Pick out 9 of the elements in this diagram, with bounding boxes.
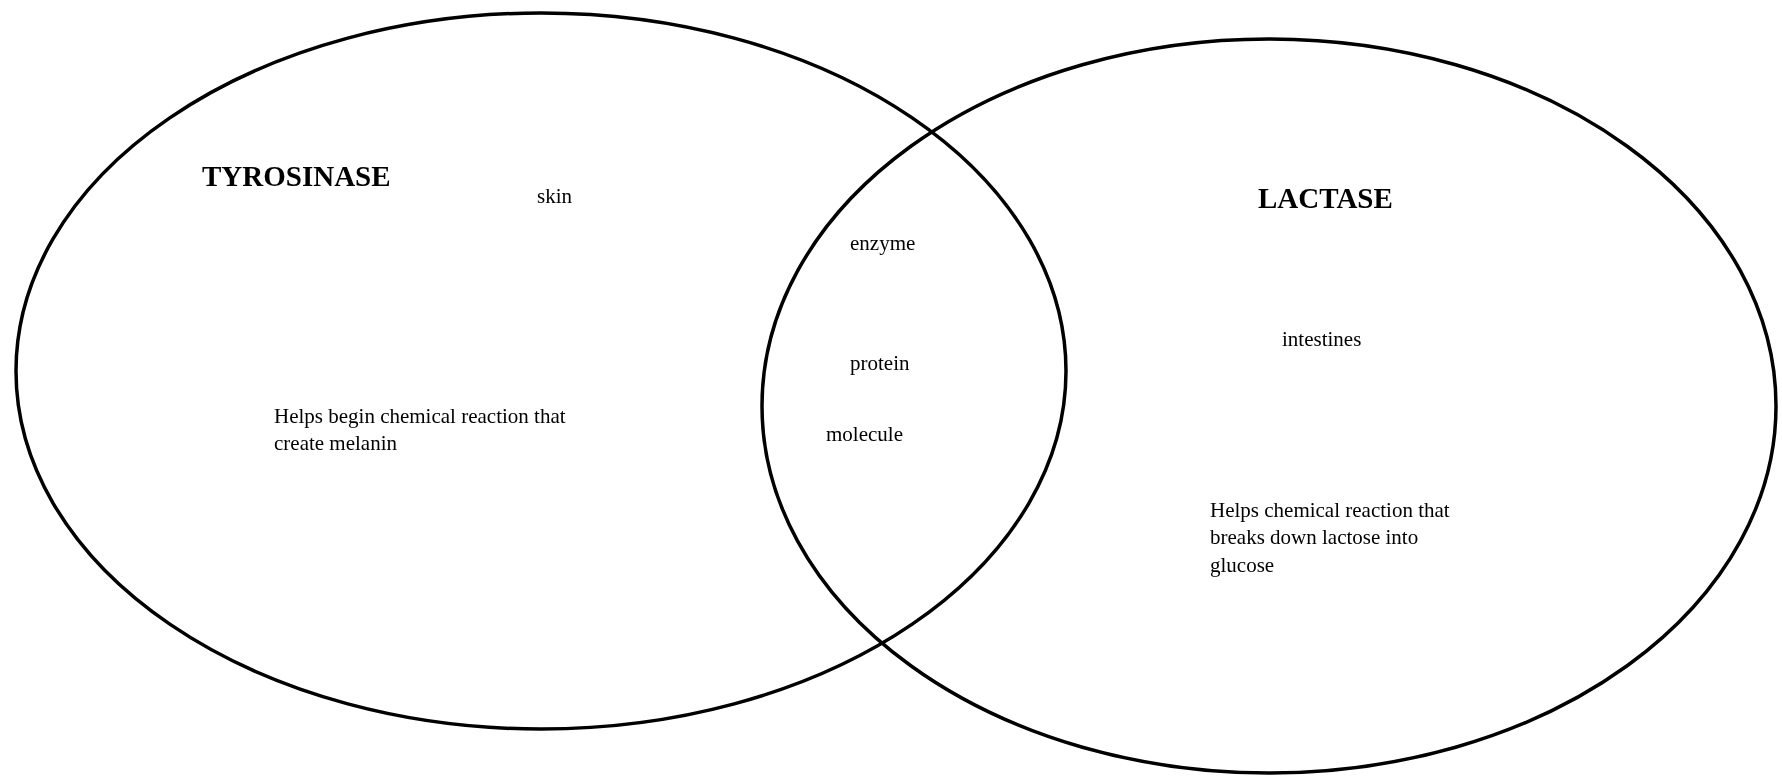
- shared-trait-label: enzyme: [850, 230, 916, 257]
- enzyme-heading: TYROSINASE: [202, 159, 392, 194]
- location-label: skin: [537, 183, 573, 210]
- description-text: Helps chemical reaction that breaks down lactose into glucose: [1210, 497, 1451, 579]
- location-label: intestines: [1282, 326, 1363, 353]
- description-text: Helps begin chemical reaction that create melanin: [274, 403, 567, 458]
- shared-trait-label: molecule: [826, 421, 903, 448]
- shared-trait-label: protein: [850, 350, 910, 377]
- enzyme-heading: LACTASE: [1258, 181, 1394, 216]
